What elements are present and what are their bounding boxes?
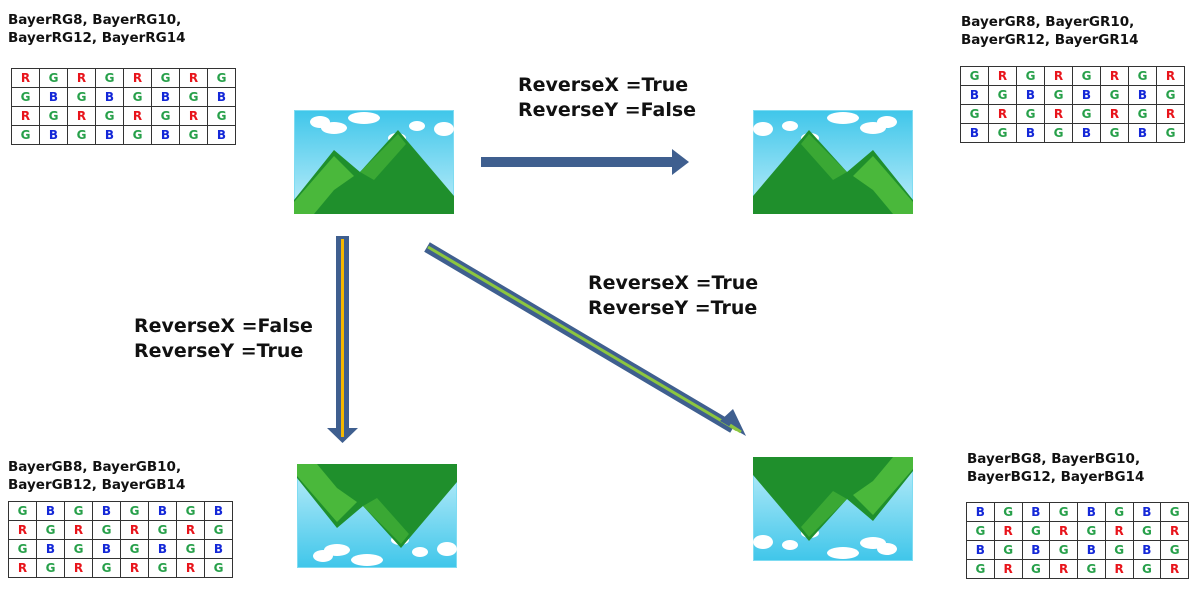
cloud: [321, 122, 347, 134]
cloud: [437, 542, 457, 556]
cloud: [324, 544, 350, 556]
format-label-gr: BayerGR8, BayerGR10, BayerGR12, BayerGR1…: [961, 13, 1139, 49]
mountain-highlight: [853, 457, 913, 515]
bayer-cell-g: G: [1044, 123, 1073, 143]
cloud: [351, 554, 383, 566]
bayer-cell-r: R: [1160, 559, 1189, 579]
transform-label-reverse-x: ReverseX =True ReverseY =False: [518, 73, 696, 123]
format-label-gr-line2: BayerGR12, BayerGR14: [961, 32, 1139, 48]
arrow-reverse-xy-head: [720, 409, 746, 436]
cloud: [753, 122, 773, 136]
format-label-rg: BayerRG8, BayerRG10, BayerRG12, BayerRG1…: [8, 11, 186, 47]
transform-label-reverse-y-line2: ReverseY =True: [134, 340, 304, 362]
bayer-cell-b: B: [1072, 123, 1101, 143]
cloud: [409, 121, 425, 131]
landscape-scene: [753, 457, 913, 561]
bayer-cell-b: B: [39, 125, 68, 145]
cloud: [827, 112, 859, 124]
image-reverse-x-icon: [753, 110, 913, 214]
landscape-scene: [753, 110, 913, 214]
mountain-highlight: [801, 491, 847, 537]
landscape-scene: [294, 110, 454, 214]
format-label-rg-line1: BayerRG8, BayerRG10,: [8, 12, 182, 28]
cloud: [860, 537, 886, 549]
arrow-reverse-y: [327, 236, 358, 443]
mountain-highlight: [360, 134, 406, 180]
arrow-reverse-xy-stripe-tip: [729, 423, 742, 434]
mountain-highlight: [294, 156, 354, 214]
format-label-gr-line1: BayerGR8, BayerGR10,: [961, 14, 1135, 30]
cloud: [348, 112, 380, 124]
transform-label-reverse-y: ReverseX =False ReverseY =True: [134, 314, 313, 364]
transform-label-reverse-x-line2: ReverseY =False: [518, 99, 697, 121]
landscape-scene: [297, 464, 457, 568]
cloud: [753, 535, 773, 549]
transform-label-reverse-y-line1: ReverseX =False: [134, 315, 313, 337]
bayer-cell-b: B: [960, 123, 989, 143]
cloud: [434, 122, 454, 136]
image-original-icon: [294, 110, 454, 214]
bayer-cell-g: G: [11, 125, 40, 145]
bayer-cell-r: R: [1049, 559, 1078, 579]
bayer-cell-g: G: [148, 558, 177, 578]
image-reverse-xy-icon: [753, 457, 913, 561]
transform-label-reverse-xy-line2: ReverseY =True: [588, 297, 758, 319]
arrow-reverse-x: [481, 149, 689, 175]
format-label-rg-line2: BayerRG12, BayerRG14: [8, 30, 186, 46]
bayer-cell-r: R: [64, 558, 93, 578]
cloud: [782, 121, 798, 131]
bayer-cell-b: B: [207, 125, 236, 145]
cloud: [782, 540, 798, 550]
arrow-reverse-xy: [424, 242, 746, 436]
format-label-bg-line1: BayerBG8, BayerBG10,: [967, 451, 1141, 467]
bayer-cell-g: G: [204, 558, 233, 578]
arrow-reverse-xy-stripe: [427, 245, 738, 432]
format-label-gb: BayerGB8, BayerGB10, BayerGB12, BayerGB1…: [8, 458, 185, 494]
format-label-bg-line2: BayerBG12, BayerBG14: [967, 469, 1145, 485]
bayer-cell-g: G: [966, 559, 995, 579]
arrow-reverse-x-shaft: [481, 157, 674, 167]
bayer-cell-g: G: [988, 123, 1017, 143]
cloud: [827, 547, 859, 559]
bayer-cell-b: B: [95, 125, 124, 145]
cloud: [412, 547, 428, 557]
format-label-gb-line1: BayerGB8, BayerGB10,: [8, 459, 182, 475]
transform-label-reverse-xy-line1: ReverseX =True: [588, 272, 759, 294]
cloud: [860, 122, 886, 134]
mountain-highlight: [363, 498, 409, 544]
arrow-reverse-x-head: [672, 149, 689, 175]
bayer-cell-r: R: [993, 559, 1023, 579]
mountain-highlight: [297, 464, 357, 522]
transform-label-reverse-x-line1: ReverseX =True: [518, 74, 689, 96]
mountain-highlight: [853, 156, 913, 214]
format-label-gb-line2: BayerGB12, BayerGB14: [8, 477, 186, 493]
format-label-bg: BayerBG8, BayerBG10, BayerBG12, BayerBG1…: [967, 450, 1144, 486]
transform-label-reverse-xy: ReverseX =True ReverseY =True: [588, 271, 758, 321]
image-reverse-y-icon: [297, 464, 457, 568]
mountain-highlight: [801, 134, 847, 180]
bayer-cell-g: G: [1156, 123, 1185, 143]
